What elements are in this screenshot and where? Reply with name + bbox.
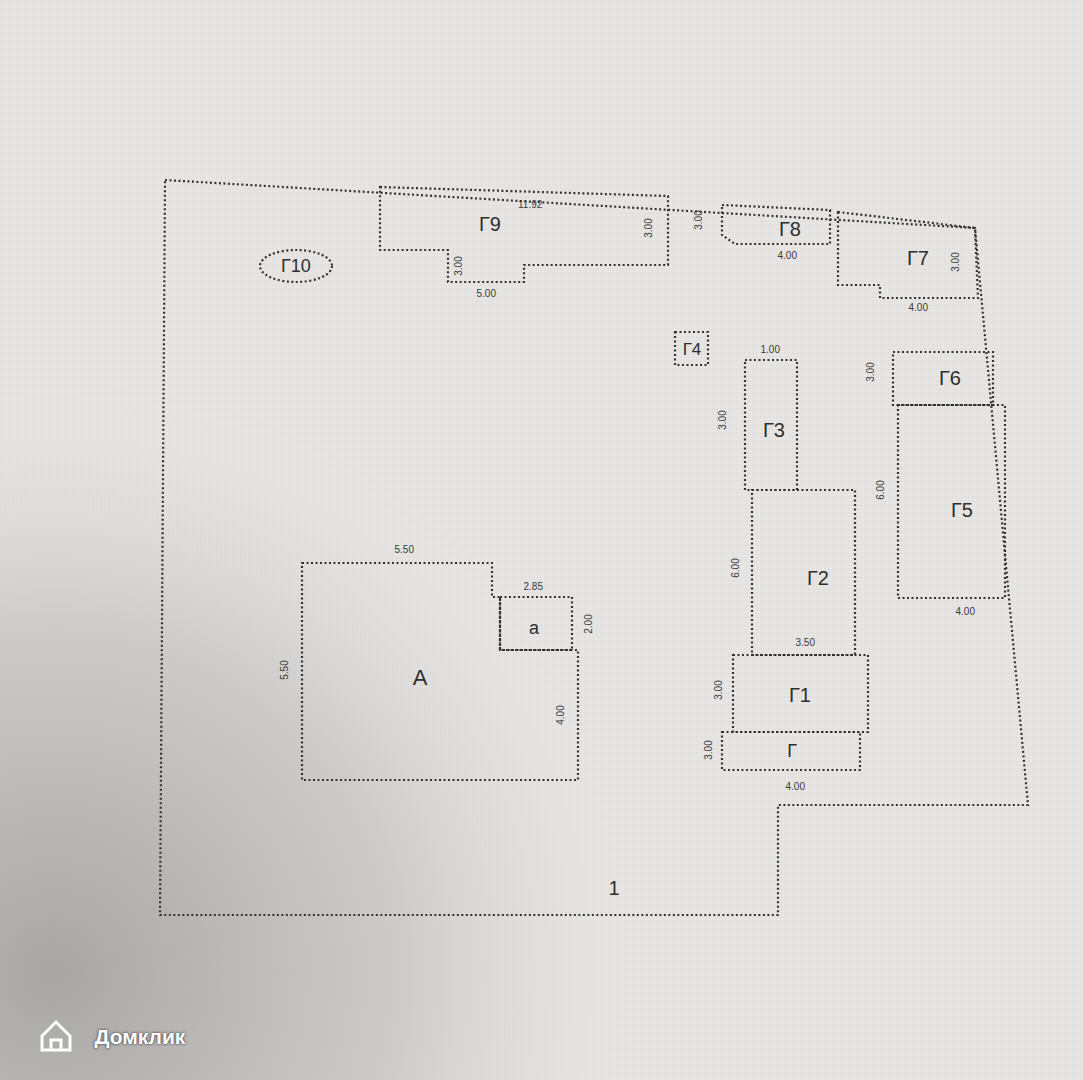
building-label: Г3 xyxy=(763,420,785,440)
dimension-label: 3.00 xyxy=(693,210,703,229)
outline xyxy=(722,732,860,770)
dimension-label: 5.50 xyxy=(279,660,289,679)
building-label: а xyxy=(529,619,539,637)
dimension-label: 4.00 xyxy=(909,303,928,313)
building-label: Г1 xyxy=(789,685,811,705)
dimension-label: 3.00 xyxy=(453,256,463,275)
outbuilding: Г5 xyxy=(896,403,1007,600)
outline xyxy=(302,563,578,780)
outline xyxy=(160,180,1028,915)
dimension-label: 5.50 xyxy=(395,545,414,555)
dimension-label: 4.00 xyxy=(786,782,805,792)
outbuilding: Г9 xyxy=(378,184,670,284)
main-house-outline xyxy=(300,561,580,782)
dimension-label: 3.00 xyxy=(950,252,960,271)
dimension-label: 2.00 xyxy=(583,614,593,633)
dimension-label: 3.00 xyxy=(717,410,727,429)
outbuilding: Г8 xyxy=(720,203,832,246)
outline xyxy=(722,205,830,244)
dimension-label: 3.00 xyxy=(703,740,713,759)
outline xyxy=(752,490,855,655)
outline xyxy=(838,212,978,298)
outline xyxy=(380,187,668,282)
outline xyxy=(745,360,797,490)
dimension-label: 3.00 xyxy=(713,680,723,699)
outbuilding-outline xyxy=(720,203,832,246)
porch: а xyxy=(498,595,574,652)
land-plot-outline xyxy=(158,176,1032,920)
outline xyxy=(733,655,868,732)
dimension-label: 3.50 xyxy=(796,638,815,648)
dimension-label: 2.85 xyxy=(524,582,543,592)
building-label: Г9 xyxy=(479,214,501,234)
building-label: Г7 xyxy=(907,248,929,268)
outline xyxy=(675,332,708,365)
outbuilding: Г xyxy=(720,730,862,772)
dimension-label: 6.00 xyxy=(875,480,885,499)
outbuilding-outline xyxy=(378,184,670,284)
outbuilding: Г1 xyxy=(731,653,870,734)
dimension-label: 4.00 xyxy=(555,705,565,724)
outbuilding: Г6 xyxy=(891,350,995,407)
building-label: Г10 xyxy=(281,257,311,275)
watermark-icon xyxy=(42,1022,70,1050)
land-plot: 1 Г10 Г9 Г8Г7Г4Г3 Г6Г5Аа Г2Г1Г xyxy=(158,176,1032,920)
building-label: Г5 xyxy=(951,500,973,520)
dimension-label: 4.00 xyxy=(778,251,797,261)
outline xyxy=(898,405,1005,598)
outbuilding: Г2 xyxy=(750,488,857,657)
main-house: А xyxy=(300,561,580,782)
outbuilding-outline xyxy=(750,488,857,657)
dimension-label: 6.00 xyxy=(730,558,740,577)
dimension-label: 5.00 xyxy=(477,289,496,299)
outline xyxy=(260,250,332,282)
building-label: Г4 xyxy=(683,341,702,358)
building-label: А xyxy=(413,667,428,689)
outbuilding: Г3 xyxy=(743,358,799,492)
dimension-label: 4.00 xyxy=(956,607,975,617)
outbuilding: Г4 xyxy=(673,330,710,367)
building-label: Г xyxy=(787,742,797,760)
outline xyxy=(500,597,572,650)
outline xyxy=(893,352,993,405)
building-label: Г8 xyxy=(779,219,801,239)
dimension-label: 3.00 xyxy=(865,362,875,381)
building-label: Г6 xyxy=(939,368,961,388)
dimension-label: 11.92 xyxy=(518,200,542,210)
building-label: Г2 xyxy=(807,568,829,588)
well-symbol: Г10 xyxy=(258,248,334,284)
building-label: 1 xyxy=(608,878,619,898)
dimension-label: 1.00 xyxy=(761,345,780,355)
dimension-label: 3.00 xyxy=(643,218,653,237)
watermark: Домклик xyxy=(95,1026,186,1047)
